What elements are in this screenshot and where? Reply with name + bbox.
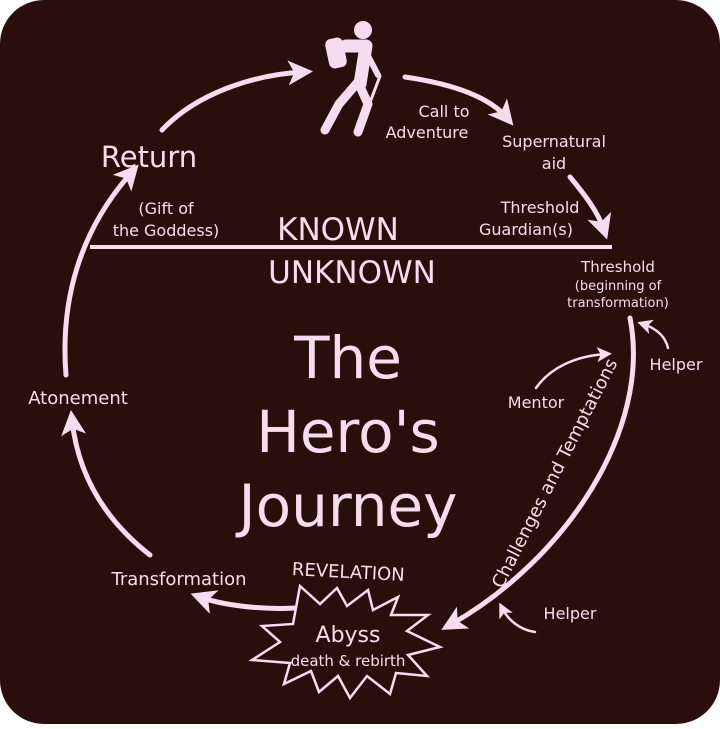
- supernatural-aid-label-line-2: aid: [542, 154, 566, 173]
- known-label: KNOWN: [277, 212, 399, 248]
- arrow-atonement-to-return: [62, 164, 139, 378]
- arrow-helper-upper: [637, 319, 670, 350]
- hiker-icon: [320, 21, 382, 137]
- abyss-label: Abyss: [316, 623, 381, 648]
- call-to-adventure-label-line-2: Adventure: [386, 123, 469, 142]
- threshold-guardian-label-line-2: Guardian(s): [479, 220, 573, 239]
- abyss-sub-label: death & rebirth: [291, 652, 406, 670]
- arrow-mentor: [534, 347, 612, 390]
- threshold-label-line-2: (beginning of: [575, 279, 662, 294]
- helper-arrows: [499, 319, 670, 634]
- cycle-arrows: [61, 60, 636, 630]
- arrow-abyss-to-transformation: [190, 590, 298, 614]
- arrow-hero-to-supernatural-aid: [402, 74, 514, 126]
- mentor-label: Mentor: [508, 393, 565, 412]
- title-line-2: Hero's: [256, 398, 440, 466]
- arrow-helper-lower: [499, 602, 537, 634]
- gift-of-goddess-label-line-2: the Goddess): [113, 221, 220, 240]
- threshold-label-line-3: transformation): [567, 296, 669, 311]
- supernatural-aid-label-line-1: Supernatural: [502, 132, 606, 151]
- helper-lower-label: Helper: [544, 604, 597, 623]
- arrow-threshold-to-abyss: [441, 315, 636, 630]
- return-label: Return: [101, 140, 197, 174]
- abyss-starburst: [248, 583, 444, 701]
- transformation-label: Transformation: [110, 569, 246, 590]
- helper-upper-label: Helper: [650, 355, 703, 374]
- title-line-3: Journey: [236, 472, 458, 540]
- gift-of-goddess-label-line-1: (Gift of: [138, 199, 194, 218]
- call-to-adventure-label-line-1: Call to: [418, 102, 469, 121]
- title-line-1: The: [293, 324, 402, 392]
- arrow-transformation-to-atonement: [61, 410, 153, 558]
- arrow-return-to-hero: [159, 60, 313, 133]
- arrow-supernatural-to-threshold: [567, 174, 612, 240]
- atonement-label: Atonement: [28, 388, 128, 409]
- threshold-guardian-label-line-1: Threshold: [500, 198, 580, 217]
- unknown-label: UNKNOWN: [268, 255, 436, 291]
- threshold-label-line-1: Threshold: [580, 258, 655, 276]
